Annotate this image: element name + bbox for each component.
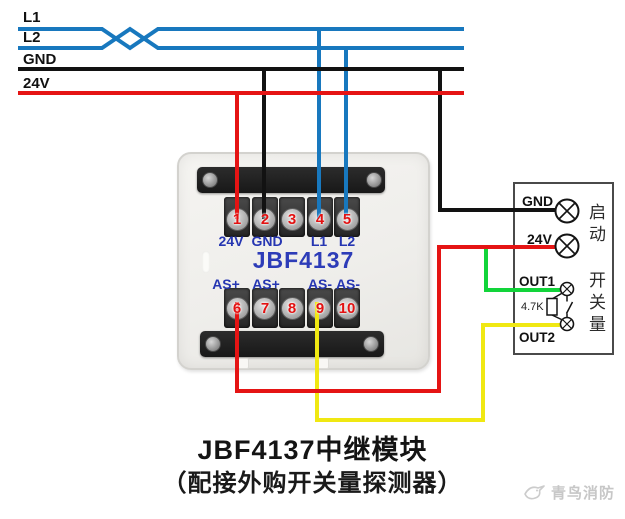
module-mount-slot — [202, 251, 210, 273]
module-tab-right — [315, 358, 329, 369]
wire-l1-bus — [18, 27, 464, 51]
terminal-number-8: 8 — [287, 300, 297, 317]
bus-label-gnd: GND — [23, 51, 57, 68]
bus-label-l2: L2 — [23, 29, 41, 46]
panel-label-24v: 24V — [527, 231, 552, 247]
bottom-strip-screw-left — [205, 336, 221, 352]
module-name: JBF4137 — [252, 247, 355, 273]
terminal-number-1: 1 — [232, 211, 242, 228]
bottom-strip-screw-right — [363, 336, 379, 352]
terminal-label-as-plus-2: AS+ — [252, 276, 280, 292]
terminal-label-l1: L1 — [310, 233, 328, 249]
wire-l2-bus — [18, 26, 464, 50]
terminal-number-9: 9 — [315, 300, 325, 317]
bus-label-24v: 24V — [23, 75, 50, 92]
terminal-label-as-plus-1: AS+ — [212, 276, 240, 292]
terminal-label-gnd: GND — [251, 233, 283, 249]
terminal-number-6: 6 — [232, 300, 242, 317]
terminal-label-as-minus-2: AS- — [335, 276, 361, 292]
terminal-number-2: 2 — [260, 211, 270, 228]
terminal-number-3: 3 — [287, 211, 297, 228]
caption-title: JBF4137中继模块 — [197, 435, 428, 465]
terminal-label-24v: 24V — [218, 233, 244, 249]
bus-label-l1: L1 — [23, 9, 41, 26]
terminal-number-5: 5 — [342, 211, 352, 228]
terminal-screw-3 — [281, 208, 304, 231]
panel-label-switch: 开关量 — [586, 271, 605, 337]
panel-label-out2: OUT2 — [519, 330, 556, 345]
watermark-text: 青鸟消防 — [551, 484, 616, 502]
panel-label-gnd: GND — [522, 193, 554, 209]
bottom-terminal-strip — [200, 331, 384, 357]
module-tab-left — [235, 358, 249, 369]
terminal-number-7: 7 — [260, 300, 270, 317]
panel-label-out1: OUT1 — [519, 274, 556, 289]
panel-label-resistor: 4.7K — [521, 301, 544, 313]
bird-logo-icon — [524, 485, 545, 500]
terminal-number-10: 10 — [338, 300, 356, 317]
watermark: 青鸟消防 — [522, 480, 615, 504]
top-terminal-strip — [197, 167, 385, 193]
caption-subtitle: （配接外购开关量探测器） — [162, 470, 463, 497]
terminal-number-4: 4 — [315, 211, 325, 228]
terminal-label-l2: L2 — [338, 233, 356, 249]
panel-label-start: 启动 — [586, 203, 605, 247]
top-strip-screw-right — [366, 172, 382, 188]
top-strip-screw-left — [202, 172, 218, 188]
